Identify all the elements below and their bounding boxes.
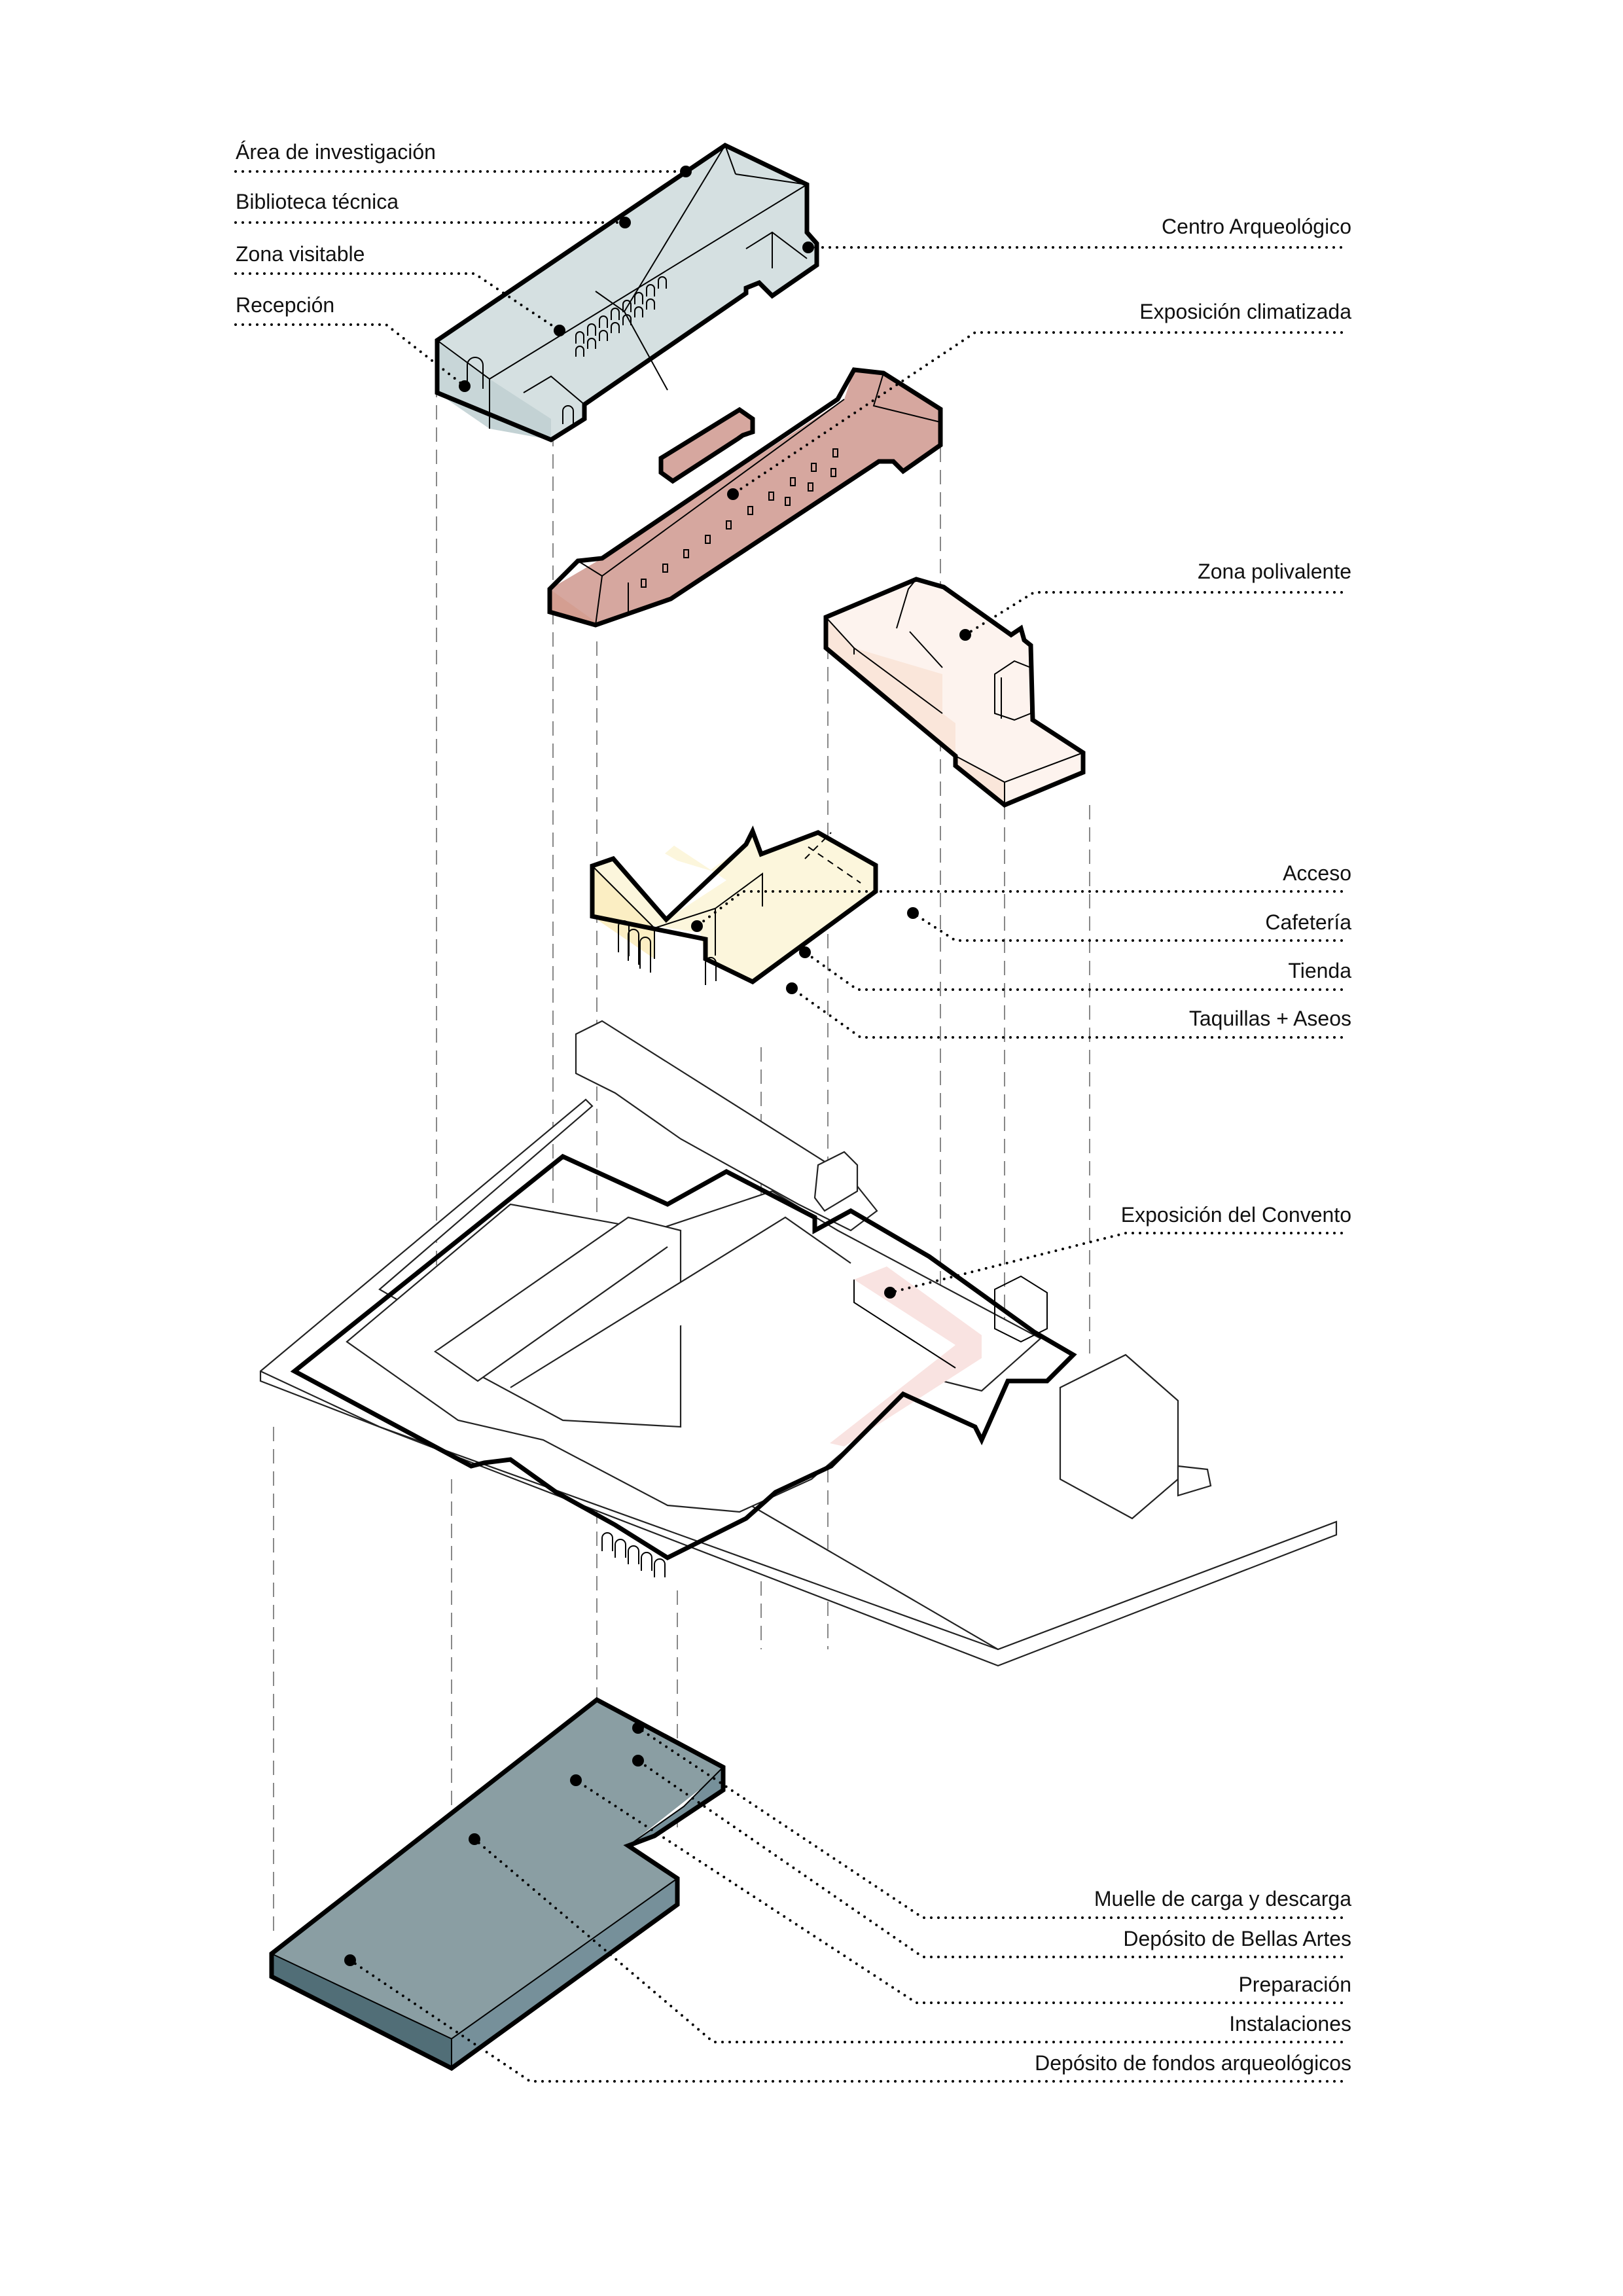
label-tienda: Tienda [1288,959,1351,982]
arcade-windows [575,276,667,357]
projection-lines [273,383,1090,1964]
label-biblioteca-tecnica: Biblioteca técnica [236,190,399,213]
marker-convento [884,1287,896,1299]
label-exposicion-convento: Exposición del Convento [1120,1203,1351,1227]
label-instalaciones: Instalaciones [1229,2012,1351,2036]
marker-zona-visitable [554,325,565,336]
label-zona-polivalente: Zona polivalente [1198,560,1351,583]
marker-biblioteca [619,217,631,228]
window-row [641,448,838,588]
label-centro-arqueologico: Centro Arqueológico [1162,215,1351,238]
marker-instalaciones [469,1833,480,1845]
building-zona-polivalente [823,577,1086,808]
marker-preparacion [570,1774,582,1786]
label-acceso: Acceso [1283,861,1351,885]
label-taquillas-aseos: Taquillas + Aseos [1188,1007,1351,1030]
label-zona-visitable: Zona visitable [236,242,365,266]
marker-tienda [799,946,811,958]
marker-muelle [632,1722,644,1734]
marker-bellas-artes [632,1755,644,1767]
marker-centro [802,242,814,253]
building-acceso [590,825,878,985]
label-muelle: Muelle de carga y descarga [1094,1887,1351,1910]
label-exposicion-climatizada: Exposición climatizada [1139,300,1351,323]
marker-cafeteria [907,907,919,919]
marker-polivalente [959,629,971,641]
building-convento [259,1020,1338,1667]
marker-recepcion [459,380,471,392]
label-recepcion: Recepción [236,293,335,317]
building-centro-arqueologico [435,142,819,442]
marker-acceso [691,920,703,932]
leader-lines [234,170,1343,2083]
marker-fondos [344,1954,356,1966]
label-cafeteria: Cafetería [1265,910,1351,934]
label-area-investigacion: Área de investigación [236,140,436,164]
marker-dots [344,166,971,1966]
label-preparacion: Preparación [1238,1973,1351,1996]
building-deposito [269,1696,726,2072]
building-exposicion-climatizada [547,367,943,628]
label-bellas-artes: Depósito de Bellas Artes [1123,1927,1351,1950]
marker-area-investigacion [680,166,692,177]
marker-climatizada [727,488,739,500]
marker-taquillas [786,982,798,994]
label-fondos-arqueologicos: Depósito de fondos arqueológicos [1035,2051,1351,2075]
